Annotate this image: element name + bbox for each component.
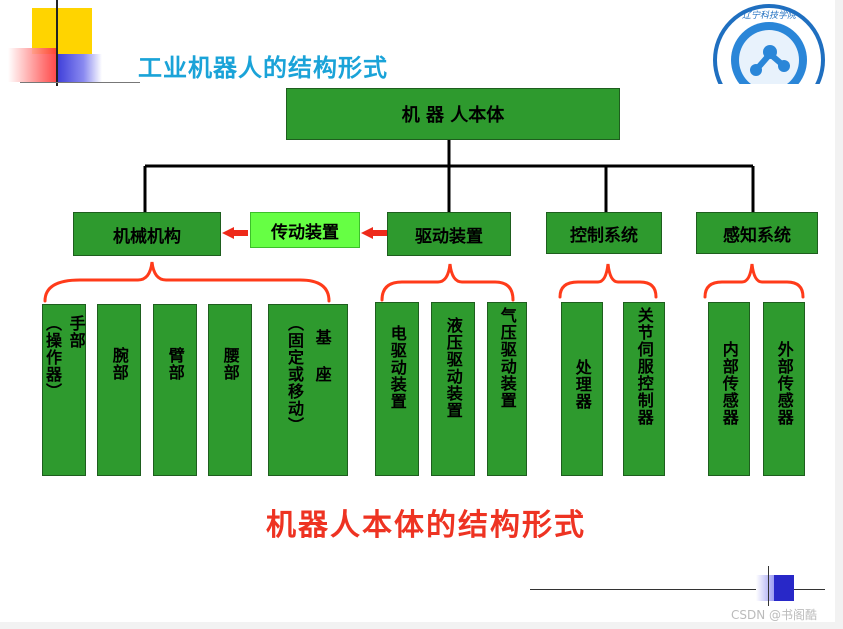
leaf-pneumatic-drive-label: 气压驱动装置 [497,307,517,409]
leaf-internal-sensor: 内部传感器 [708,302,750,476]
category-transmission: 传动装置 [250,212,360,248]
arrow-transmission-to-mechanism [222,227,248,239]
brace-control [558,263,658,299]
decor-yellow-square [32,8,92,54]
leaf-wrist: 腕部 [97,304,141,476]
root-box: 机 器 人本体 [286,88,620,140]
decor-vertical-line [56,0,58,86]
brace-drive [380,263,515,302]
brace-mechanism [43,261,331,303]
diagram-connectors [43,140,805,303]
leaf-hydraulic-drive-label: 液压驱动装置 [443,317,463,419]
category-drive: 驱动装置 [387,212,511,256]
category-mechanism: 机械机构 [73,212,221,256]
brace-sensing [703,263,805,299]
university-logo: 辽宁科技学院 [712,4,826,84]
leaf-hand-label: 手部 [66,315,86,349]
leaf-arm-label: 臂部 [165,347,185,381]
leaf-electric-drive-label: 电驱动装置 [387,325,407,410]
footer-decor-square-light [756,575,774,601]
leaf-pneumatic-drive: 气压驱动装置 [487,302,527,476]
leaf-processor-label: 处理器 [572,359,592,410]
leaf-external-sensor-label: 外部传感器 [774,341,794,426]
decor-blue-square [56,54,102,82]
diagram-caption: 机器人本体的结构形式 [266,508,586,543]
slide-title: 工业机器人的结构形式 [138,54,388,82]
leaf-base-note: （固定或移动） [285,315,304,434]
decor-red-square [8,48,58,82]
leaf-hand-note: （操作器） [43,315,62,400]
category-control: 控制系统 [546,212,662,254]
logo-text: 辽宁科技学院 [741,11,796,21]
leaf-internal-sensor-label: 内部传感器 [719,341,739,426]
footer-decor-square-blue [774,575,794,601]
slide: 工业机器人的结构形式 辽宁科技学院 [0,0,835,622]
university-seal-icon [713,4,825,84]
footer-decor-vertical-line [768,566,769,606]
watermark: CSDN @书阁酷 [731,608,818,622]
leaf-arm: 臂部 [153,304,197,476]
leaf-wrist-label: 腕部 [109,347,129,381]
leaf-waist-label: 腰部 [220,347,240,381]
leaf-servo-controller-label: 关节伺服控制器 [634,307,654,426]
category-sensing: 感知系统 [696,212,818,254]
leaf-base: 基 座 （固定或移动） [268,304,348,476]
flow-arrows [222,227,388,239]
leaf-electric-drive: 电驱动装置 [375,302,419,476]
leaf-processor: 处理器 [561,302,603,476]
leaf-waist: 腰部 [208,304,252,476]
leaf-hydraulic-drive: 液压驱动装置 [431,302,475,476]
leaf-hand: 手部 （操作器） [42,304,86,476]
arrow-drive-to-transmission [361,227,388,239]
leaf-servo-controller: 关节伺服控制器 [623,302,665,476]
decor-horizontal-line [20,82,140,83]
leaf-base-label: 基 座 [312,329,332,383]
footer-divider [530,589,825,590]
leaf-external-sensor: 外部传感器 [763,302,805,476]
